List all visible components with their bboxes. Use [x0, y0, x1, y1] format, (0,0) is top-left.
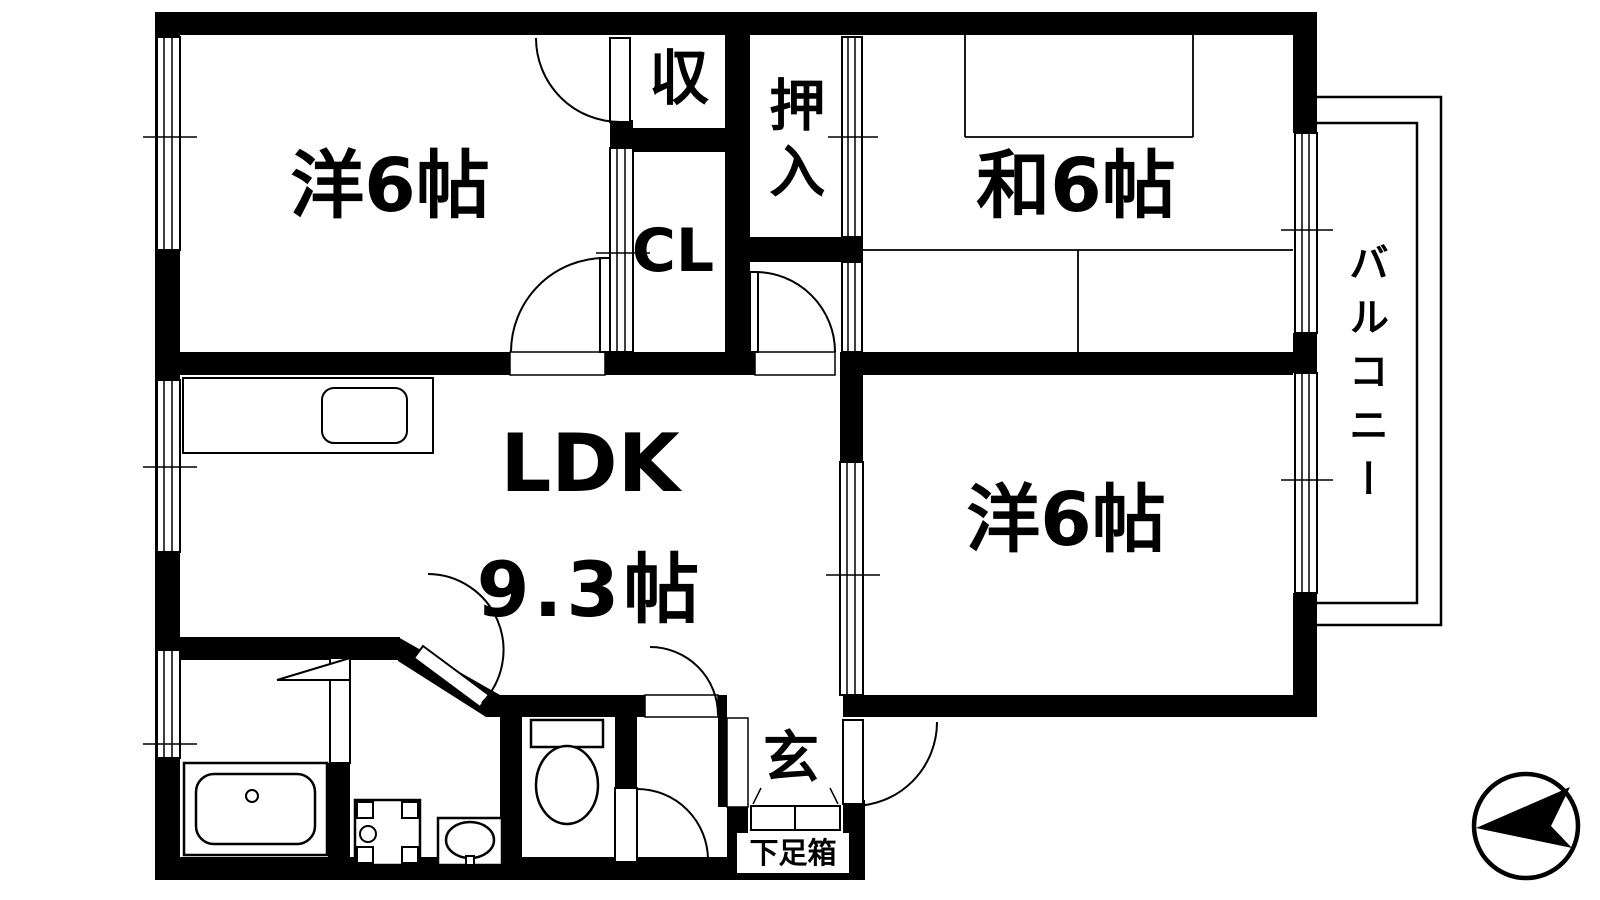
ldk-size-label: 9.3帖 — [476, 545, 704, 634]
genkan-opening — [726, 717, 749, 808]
entrance-label: 玄 — [763, 726, 819, 791]
window-western-room-balcony — [1281, 372, 1333, 594]
windows — [143, 36, 1333, 759]
storage-door — [535, 37, 631, 123]
closet-label: CL — [631, 216, 715, 286]
balcony-railing — [1317, 95, 1443, 627]
hall-door — [644, 646, 719, 718]
ldk-label: LDK — [500, 417, 680, 510]
kitchen-counter-icon — [182, 377, 434, 454]
window-top-left-room — [143, 36, 197, 251]
japanese-room-vestibule-door — [749, 271, 836, 376]
entrance-front-door — [842, 719, 938, 807]
window-ldk — [143, 379, 197, 553]
toilet-icon — [529, 718, 605, 826]
toilet-door — [614, 787, 709, 863]
ldk-diagonal-door — [412, 573, 505, 709]
sliding-doors — [596, 36, 880, 696]
western-room-top-door — [509, 257, 611, 376]
washbasin-icon — [436, 816, 504, 867]
window-japanese-room-balcony — [1281, 132, 1333, 334]
shoe-box-label: 下足箱 — [737, 833, 849, 873]
bathroom-folding-door — [276, 656, 351, 764]
oshiire-closet-label: 押入 — [759, 76, 825, 208]
closet-sliding-door — [596, 147, 650, 353]
balcony-label: バルコニー — [1342, 242, 1388, 512]
shoe-box-icon — [750, 787, 841, 831]
western-room-right-label: 洋6帖 — [966, 477, 1166, 563]
tatami-lines — [862, 35, 1293, 352]
japanese-room-label: 和6帖 — [976, 143, 1176, 229]
japanese-room-sliding-door — [841, 261, 863, 353]
swing-doors — [276, 37, 938, 863]
storage-label: 収 — [649, 44, 709, 114]
window-bathroom — [143, 649, 197, 759]
washing-machine-pan-icon — [353, 798, 422, 867]
compass-north-icon — [1471, 771, 1581, 881]
western-room-top-label: 洋6帖 — [290, 143, 490, 229]
oshiire-fusuma-door — [828, 36, 878, 238]
western-room-right-sliding-door — [826, 461, 880, 696]
bathtub-icon — [182, 761, 329, 857]
